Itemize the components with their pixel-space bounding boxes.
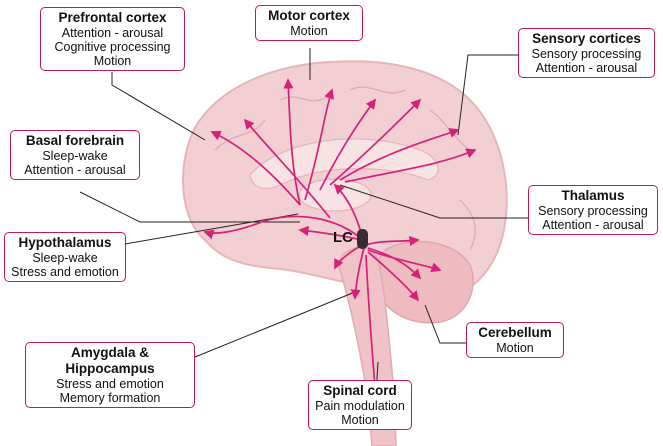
- box-thalamus: Thalamus Sensory processing Attention - …: [528, 185, 658, 235]
- box-line: Sleep-wake: [32, 251, 98, 265]
- box-spinal-cord: Spinal cord Pain modulation Motion: [308, 380, 412, 430]
- box-cerebellum: Cerebellum Motion: [466, 322, 564, 358]
- box-line: Motion: [93, 54, 132, 68]
- box-line: Pain modulation: [315, 399, 405, 413]
- box-title: Motor cortex: [268, 8, 350, 23]
- box-line: Attention - arousal: [61, 26, 164, 40]
- box-line: Motion: [290, 24, 328, 38]
- box-line: Sensory processing: [538, 204, 648, 218]
- box-title: Thalamus: [561, 188, 625, 203]
- box-prefrontal-cortex: Prefrontal cortex Attention - arousal Co…: [40, 7, 185, 71]
- box-title: Amygdala & Hippocampus: [65, 345, 155, 376]
- box-line: Motion: [341, 413, 379, 427]
- box-line: Motion: [496, 341, 534, 355]
- box-hypothalamus: Hypothalamus Sleep-wake Stress and emoti…: [4, 232, 126, 282]
- box-title: Spinal cord: [323, 383, 397, 398]
- box-line: Stress and emotion: [56, 377, 164, 391]
- box-amygdala-hippocampus: Amygdala & Hippocampus Stress and emotio…: [25, 342, 195, 408]
- box-sensory-cortices: Sensory cortices Sensory processing Atte…: [518, 28, 655, 78]
- lc-node: [357, 229, 368, 249]
- box-basal-forebrain: Basal forebrain Sleep-wake Attention - a…: [10, 130, 140, 180]
- box-line: Memory formation: [59, 391, 161, 405]
- box-title: Hypothalamus: [18, 235, 112, 250]
- box-motor-cortex: Motor cortex Motion: [255, 5, 363, 41]
- box-line: Cognitive processing: [54, 40, 171, 54]
- box-line: Attention - arousal: [535, 61, 638, 75]
- box-line: Stress and emotion: [11, 265, 119, 279]
- box-title: Cerebellum: [478, 325, 552, 340]
- box-title: Prefrontal cortex: [58, 10, 167, 25]
- box-title: Basal forebrain: [25, 133, 125, 148]
- box-line: Attention - arousal: [24, 163, 126, 177]
- box-line: Sensory processing: [531, 47, 642, 61]
- box-line: Sleep-wake: [42, 149, 108, 163]
- box-title: Sensory cortices: [532, 31, 641, 46]
- brain-shape: [182, 60, 508, 446]
- box-line: Attention - arousal: [542, 218, 644, 232]
- lc-label: LC: [333, 229, 353, 246]
